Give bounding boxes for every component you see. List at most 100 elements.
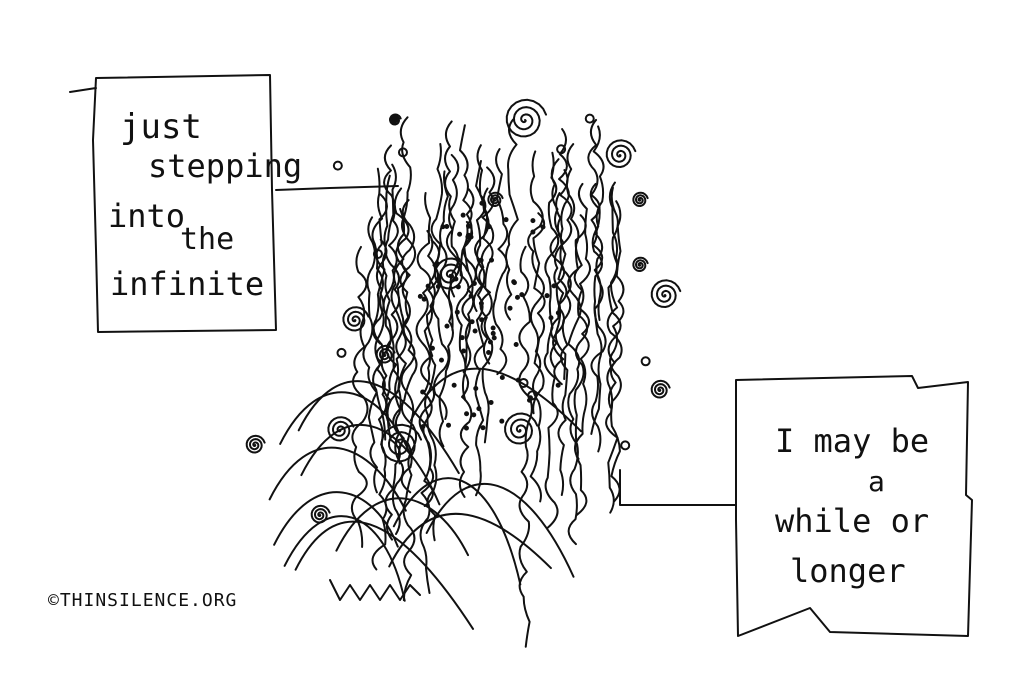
dot [519,292,525,298]
wavy-line [399,116,417,494]
dot [449,273,455,279]
wavy-line [549,192,565,370]
wavy-line [473,144,487,497]
dot [468,293,474,299]
left-caption-line: the [180,222,235,257]
wavy-line [445,153,461,331]
dot [480,425,486,431]
right-caption-line: longer [790,552,906,590]
wavy-line [573,214,589,517]
wavy-line [492,148,509,376]
spiral-doodle [245,434,266,454]
dot [486,224,492,230]
left-caption-box [69,74,277,333]
wavy-line [458,220,474,498]
scribble-mass [245,98,682,648]
dot [499,375,505,381]
dot [513,342,519,348]
left-caption-line: stepping [148,147,303,185]
dot [440,224,446,230]
dot [488,399,494,405]
loop-line [409,367,582,433]
spiral-doodle [389,113,402,126]
wavy-line [380,174,392,427]
dot [444,224,450,230]
wavy-line [532,212,546,415]
wavy-line [565,143,582,546]
wavy-line [527,150,545,503]
dot [438,357,444,363]
dot [490,330,496,336]
dot [503,217,509,223]
dot [479,200,485,206]
dot [435,278,441,284]
small-circle [518,377,529,388]
dot [455,257,461,263]
loop-line [388,512,552,570]
spiral-doodle [650,379,671,399]
wavy-line [605,186,622,514]
dot [444,323,450,329]
dot [489,257,495,263]
dot [511,279,517,285]
dot [425,283,431,289]
dot [420,424,426,430]
dot [429,345,435,351]
dot [460,212,466,218]
small-circle [372,248,383,259]
wavy-line [609,200,625,503]
spiral-doodle [632,256,649,272]
small-circle [332,160,343,171]
dot [466,223,472,229]
spiral-doodle [632,191,649,207]
loop-line [273,491,399,548]
dot [540,224,546,230]
loop-line [268,446,407,512]
spiral-doodle [505,98,547,138]
dot [491,335,497,341]
left-caption-line: into [108,197,186,235]
small-circle [336,347,347,358]
spiral-doodle [650,279,682,308]
spiral-doodle [434,257,469,290]
dot [471,280,477,286]
dot [487,339,493,345]
small-circle [556,144,567,155]
dot [457,231,463,237]
dot [469,319,475,325]
dot [530,218,536,224]
loop-line [283,515,406,602]
dot [417,293,423,299]
spiral-doodle [605,139,637,168]
right-caption-line: I may be [775,422,930,460]
right-caption-box [735,375,973,637]
wavy-line [444,120,460,298]
dot [471,412,477,418]
dot [551,283,557,289]
dot [476,406,482,412]
dot [479,317,485,323]
dot [420,389,426,395]
wavy-line [574,182,592,460]
loop-line [300,423,441,506]
wavy-line [504,118,519,321]
wavy-line [543,151,560,529]
left-connector-line [275,185,399,191]
dot [490,325,496,331]
dot [473,385,479,391]
dot [555,382,561,388]
wavy-line [557,169,573,497]
small-circle [620,440,631,451]
dot [472,328,478,334]
dot [454,309,460,315]
loop-line [297,380,460,475]
dot [499,418,505,424]
small-circle [640,356,651,367]
wavy-line [590,125,607,453]
wavy-line [518,245,533,648]
dot [453,276,459,282]
dot [459,335,465,341]
dot [555,310,561,316]
zigzag-doodle [329,579,421,601]
